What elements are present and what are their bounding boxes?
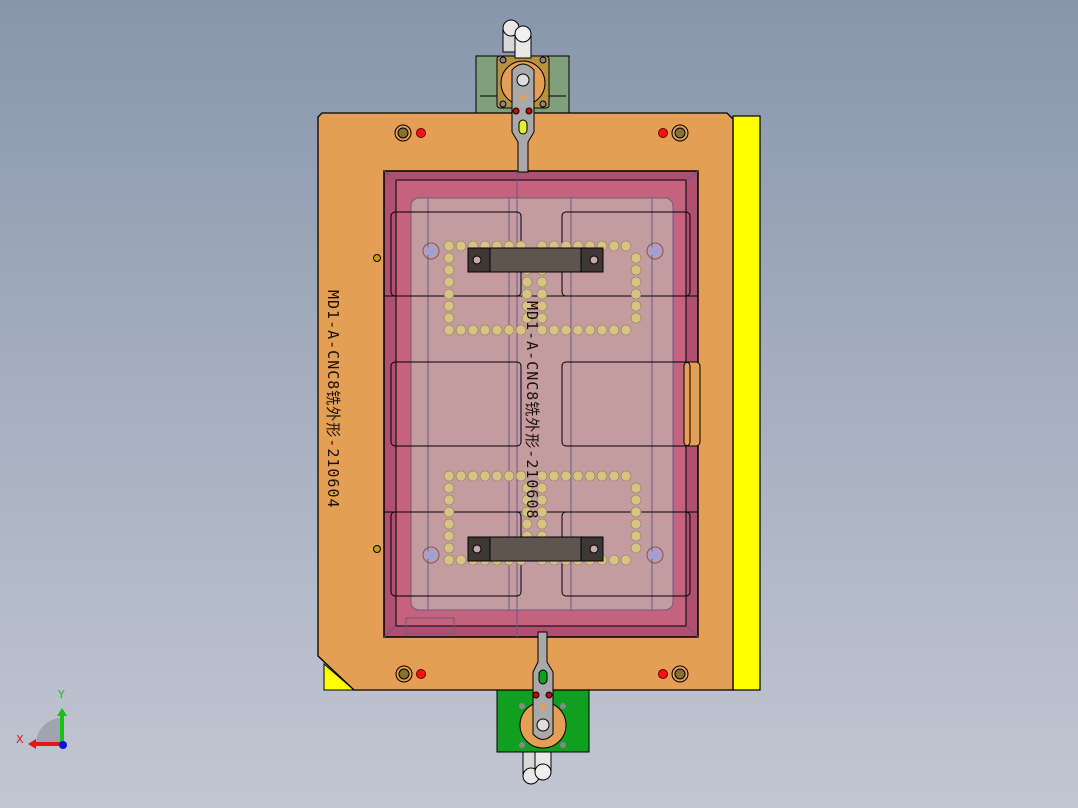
- locator-hole-icon: [646, 546, 664, 564]
- dowel-pin: [658, 128, 668, 138]
- screw-icon: [671, 665, 689, 683]
- screw-icon: [394, 124, 412, 142]
- axis-x-label: X: [16, 733, 24, 746]
- bottom-clamp-knob[interactable]: [522, 751, 552, 785]
- screw-icon: [395, 665, 413, 683]
- dowel-pin: [416, 128, 426, 138]
- bottom-clamp-lever[interactable]: [532, 631, 554, 740]
- locator-hole-icon: [422, 546, 440, 564]
- locator-hole-icon: [422, 242, 440, 260]
- axis-y-label: Y: [58, 688, 65, 701]
- axis-triad: [28, 708, 67, 749]
- screw-icon: [671, 124, 689, 142]
- top-clamp-knob[interactable]: [502, 19, 532, 59]
- z-axis-dot: [59, 741, 67, 749]
- pocket-handle-bottom[interactable]: [467, 536, 604, 562]
- pocket-handle-top[interactable]: [467, 247, 604, 273]
- engraved-part-number-inner: MD1-A-CNC8铣外形-210608: [523, 301, 541, 520]
- dowel-pin: [416, 669, 426, 679]
- top-clamp-lever[interactable]: [511, 63, 535, 173]
- plate-fasteners: [373, 124, 689, 683]
- engraved-part-number-outer: MD1-A-CNC8铣外形-210604: [324, 290, 342, 509]
- yellow-side-strip: [732, 115, 761, 691]
- locator-hole-icon: [646, 242, 664, 260]
- dowel-pin: [658, 669, 668, 679]
